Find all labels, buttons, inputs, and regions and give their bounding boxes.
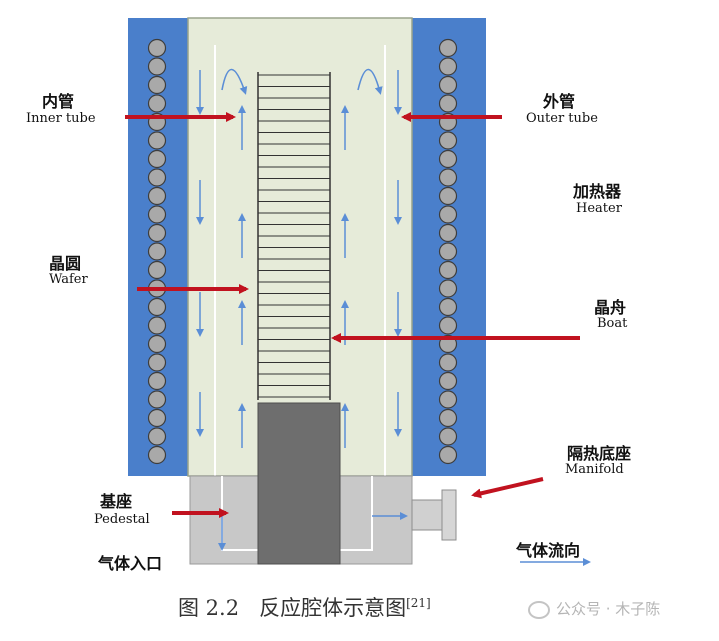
outer-tube-label-cn: 外管 (543, 92, 576, 111)
heater-coil (147, 75, 167, 95)
exhaust-flange (441, 489, 457, 541)
heater-coil (438, 297, 458, 317)
heater-coil (438, 205, 458, 224)
heater-coil (147, 205, 167, 224)
heater-coil (438, 131, 458, 150)
gas-inlet-label: 气体入口 (98, 554, 163, 573)
watermark-text: 公众号 · 木子陈 (556, 600, 661, 618)
heater-coils (147, 38, 458, 465)
heater-coil (147, 223, 167, 243)
heater-coil (438, 149, 458, 169)
heater-coil (438, 279, 458, 298)
manifold-label-cn: 隔热底座 (567, 444, 632, 463)
heater-coil (438, 445, 458, 465)
heater-coil (147, 131, 167, 150)
heater-coil (438, 168, 458, 187)
gas-outlet-channel (340, 476, 373, 551)
heater-coil (147, 316, 167, 335)
heater-coil (147, 408, 167, 428)
heater-coil (147, 38, 167, 58)
heater-coil (438, 223, 458, 243)
wafer-label-en: Wafer (49, 272, 88, 287)
caption-number: 图 2.2 (178, 596, 240, 620)
manifold-label-en: Manifold (565, 462, 624, 477)
wafer-label-cn: 晶圆 (49, 254, 82, 273)
heater-coil (147, 260, 167, 280)
wafer-stack (258, 74, 330, 398)
heater-coil (147, 427, 167, 446)
heater-coil (438, 75, 458, 95)
heater-coil (438, 38, 458, 58)
heater-coil (438, 316, 458, 335)
heater-label-cn: 加热器 (573, 182, 622, 201)
heater-coil (147, 297, 167, 317)
figure-caption: 图 2.2 反应腔体示意图[21] (178, 592, 431, 622)
heater-coil (438, 353, 458, 372)
heater-coil (147, 168, 167, 187)
caption-title: 反应腔体示意图 (259, 596, 407, 620)
pedestal-body (257, 402, 341, 565)
inner-tube-label-cn: 内管 (42, 92, 75, 111)
boat-label-en: Boat (597, 316, 628, 331)
heater-label-en: Heater (576, 201, 622, 216)
heater-coil (147, 353, 167, 372)
boat-label-cn: 晶舟 (594, 298, 627, 317)
heater-coil (438, 408, 458, 428)
caption-ref: [21] (406, 596, 431, 610)
wechat-icon (528, 600, 550, 619)
heater-coil (147, 334, 167, 354)
exhaust-pipe (411, 499, 443, 531)
inner-tube-label-en: Inner tube (26, 111, 96, 126)
manifold-pointer-arrow (471, 477, 544, 499)
gas-flow-legend-label: 气体流向 (516, 541, 581, 560)
heater-coil (147, 186, 167, 206)
heater-coil (147, 445, 167, 465)
watermark: 公众号 · 木子陈 (528, 598, 660, 619)
heater-coil (147, 371, 167, 391)
heater-coil (438, 390, 458, 409)
heater-coil (438, 57, 458, 76)
heater-coil (438, 94, 458, 113)
heater-coil (438, 242, 458, 261)
heater-coil (438, 186, 458, 206)
heater-coil (147, 94, 167, 113)
heater-coil (438, 260, 458, 280)
heater-coil (147, 242, 167, 261)
heater-coil (438, 427, 458, 446)
heater-coil (147, 57, 167, 76)
flow-curve-left (221, 68, 248, 95)
heater-coil (438, 371, 458, 391)
heater-coil (147, 149, 167, 169)
flow-curve-right (357, 68, 383, 95)
pedestal-label-en: Pedestal (94, 512, 150, 527)
heater-coil (147, 390, 167, 409)
outer-tube-label-en: Outer tube (526, 111, 598, 126)
pedestal-label-cn: 基座 (100, 492, 133, 511)
